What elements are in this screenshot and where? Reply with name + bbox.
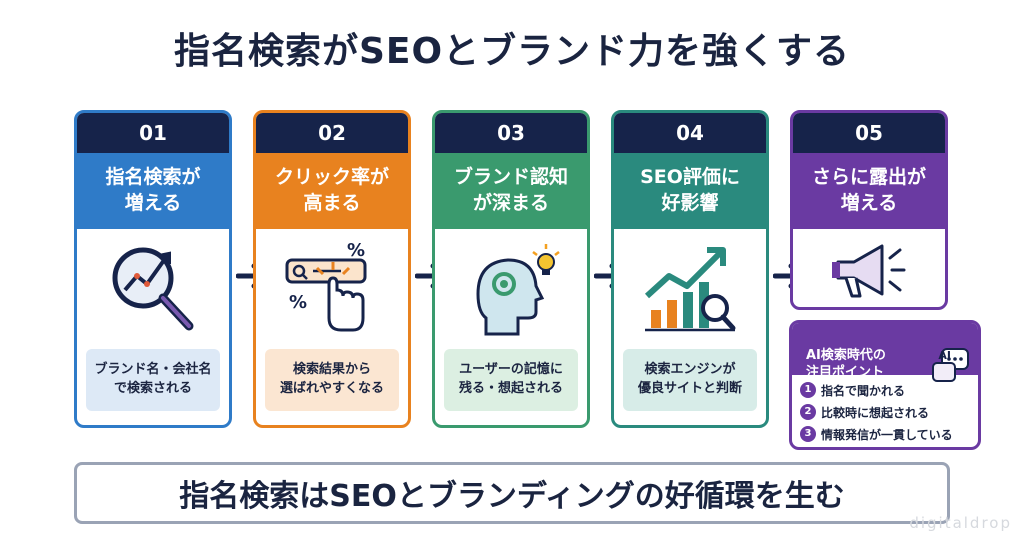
click-hand-icon: % % — [256, 233, 408, 343]
step-heading: SEO評価に 好影響 — [614, 153, 766, 229]
step-number: 05 — [793, 113, 945, 153]
ai-points-box: AI検索時代の 注目ポイント AI 1 指名で聞かれる 2 比較時に想起される … — [789, 320, 981, 450]
head-lightbulb-icon — [435, 233, 587, 343]
step-number: 02 — [256, 113, 408, 153]
item-number: 1 — [800, 382, 816, 398]
step-card-3: 03 ブランド認知 が深まる ユーザーの記憶に 残る・想起される — [432, 110, 590, 428]
item-text: 指名で聞かれる — [821, 383, 906, 398]
watermark: digitaldrop — [909, 514, 1012, 532]
item-number: 2 — [800, 404, 816, 420]
megaphone-icon — [793, 233, 945, 307]
magnifier-trend-icon — [77, 233, 229, 343]
step-card-4: 04 SEO評価に 好影響 検索エンジンが 優良サイトと判断 — [611, 110, 769, 428]
step-note: 検索エンジンが 優良サイトと判断 — [623, 349, 757, 411]
svg-text:%: % — [347, 240, 365, 261]
step-note: ブランド名・会社名 で検索される — [86, 349, 220, 411]
svg-text:%: % — [289, 292, 307, 313]
item-number: 3 — [800, 426, 816, 442]
ai-points-heading: AI検索時代の 注目ポイント AI — [792, 323, 978, 382]
ai-badge: AI — [938, 349, 951, 362]
item-text: 情報発信が一貫している — [821, 427, 953, 442]
item-text: 比較時に想起される — [821, 405, 930, 420]
summary-banner: 指名検索はSEOとブランディングの好循環を生む — [74, 462, 950, 524]
step-number: 01 — [77, 113, 229, 153]
step-note: 検索結果から 選ばれやすくなる — [265, 349, 399, 411]
step-card-2: 02 クリック率が 高まる % % 検索結果から 選ばれやすくなる — [253, 110, 411, 428]
step-note: ユーザーの記憶に 残る・想起される — [444, 349, 578, 411]
step-card-1: 01 指名検索が 増える ブランド名・会社名 で検索される — [74, 110, 232, 428]
step-heading: クリック率が 高まる — [256, 153, 408, 229]
chat-ai-icon — [932, 329, 970, 382]
ai-points-title: AI検索時代の 注目ポイント — [806, 347, 886, 381]
list-item: 1 指名で聞かれる — [800, 379, 978, 401]
step-heading: 指名検索が 増える — [77, 153, 229, 229]
ai-points-list: 1 指名で聞かれる 2 比較時に想起される 3 情報発信が一貫している — [792, 375, 978, 445]
list-item: 3 情報発信が一貫している — [800, 423, 978, 445]
growth-chart-icon — [614, 233, 766, 343]
list-item: 2 比較時に想起される — [800, 401, 978, 423]
step-number: 04 — [614, 113, 766, 153]
step-card-5: 05 さらに露出が 増える — [790, 110, 948, 310]
step-number: 03 — [435, 113, 587, 153]
step-heading: さらに露出が 増える — [793, 153, 945, 229]
page-title: 指名検索がSEOとブランド力を強くする — [173, 31, 851, 72]
step-heading: ブランド認知 が深まる — [435, 153, 587, 229]
